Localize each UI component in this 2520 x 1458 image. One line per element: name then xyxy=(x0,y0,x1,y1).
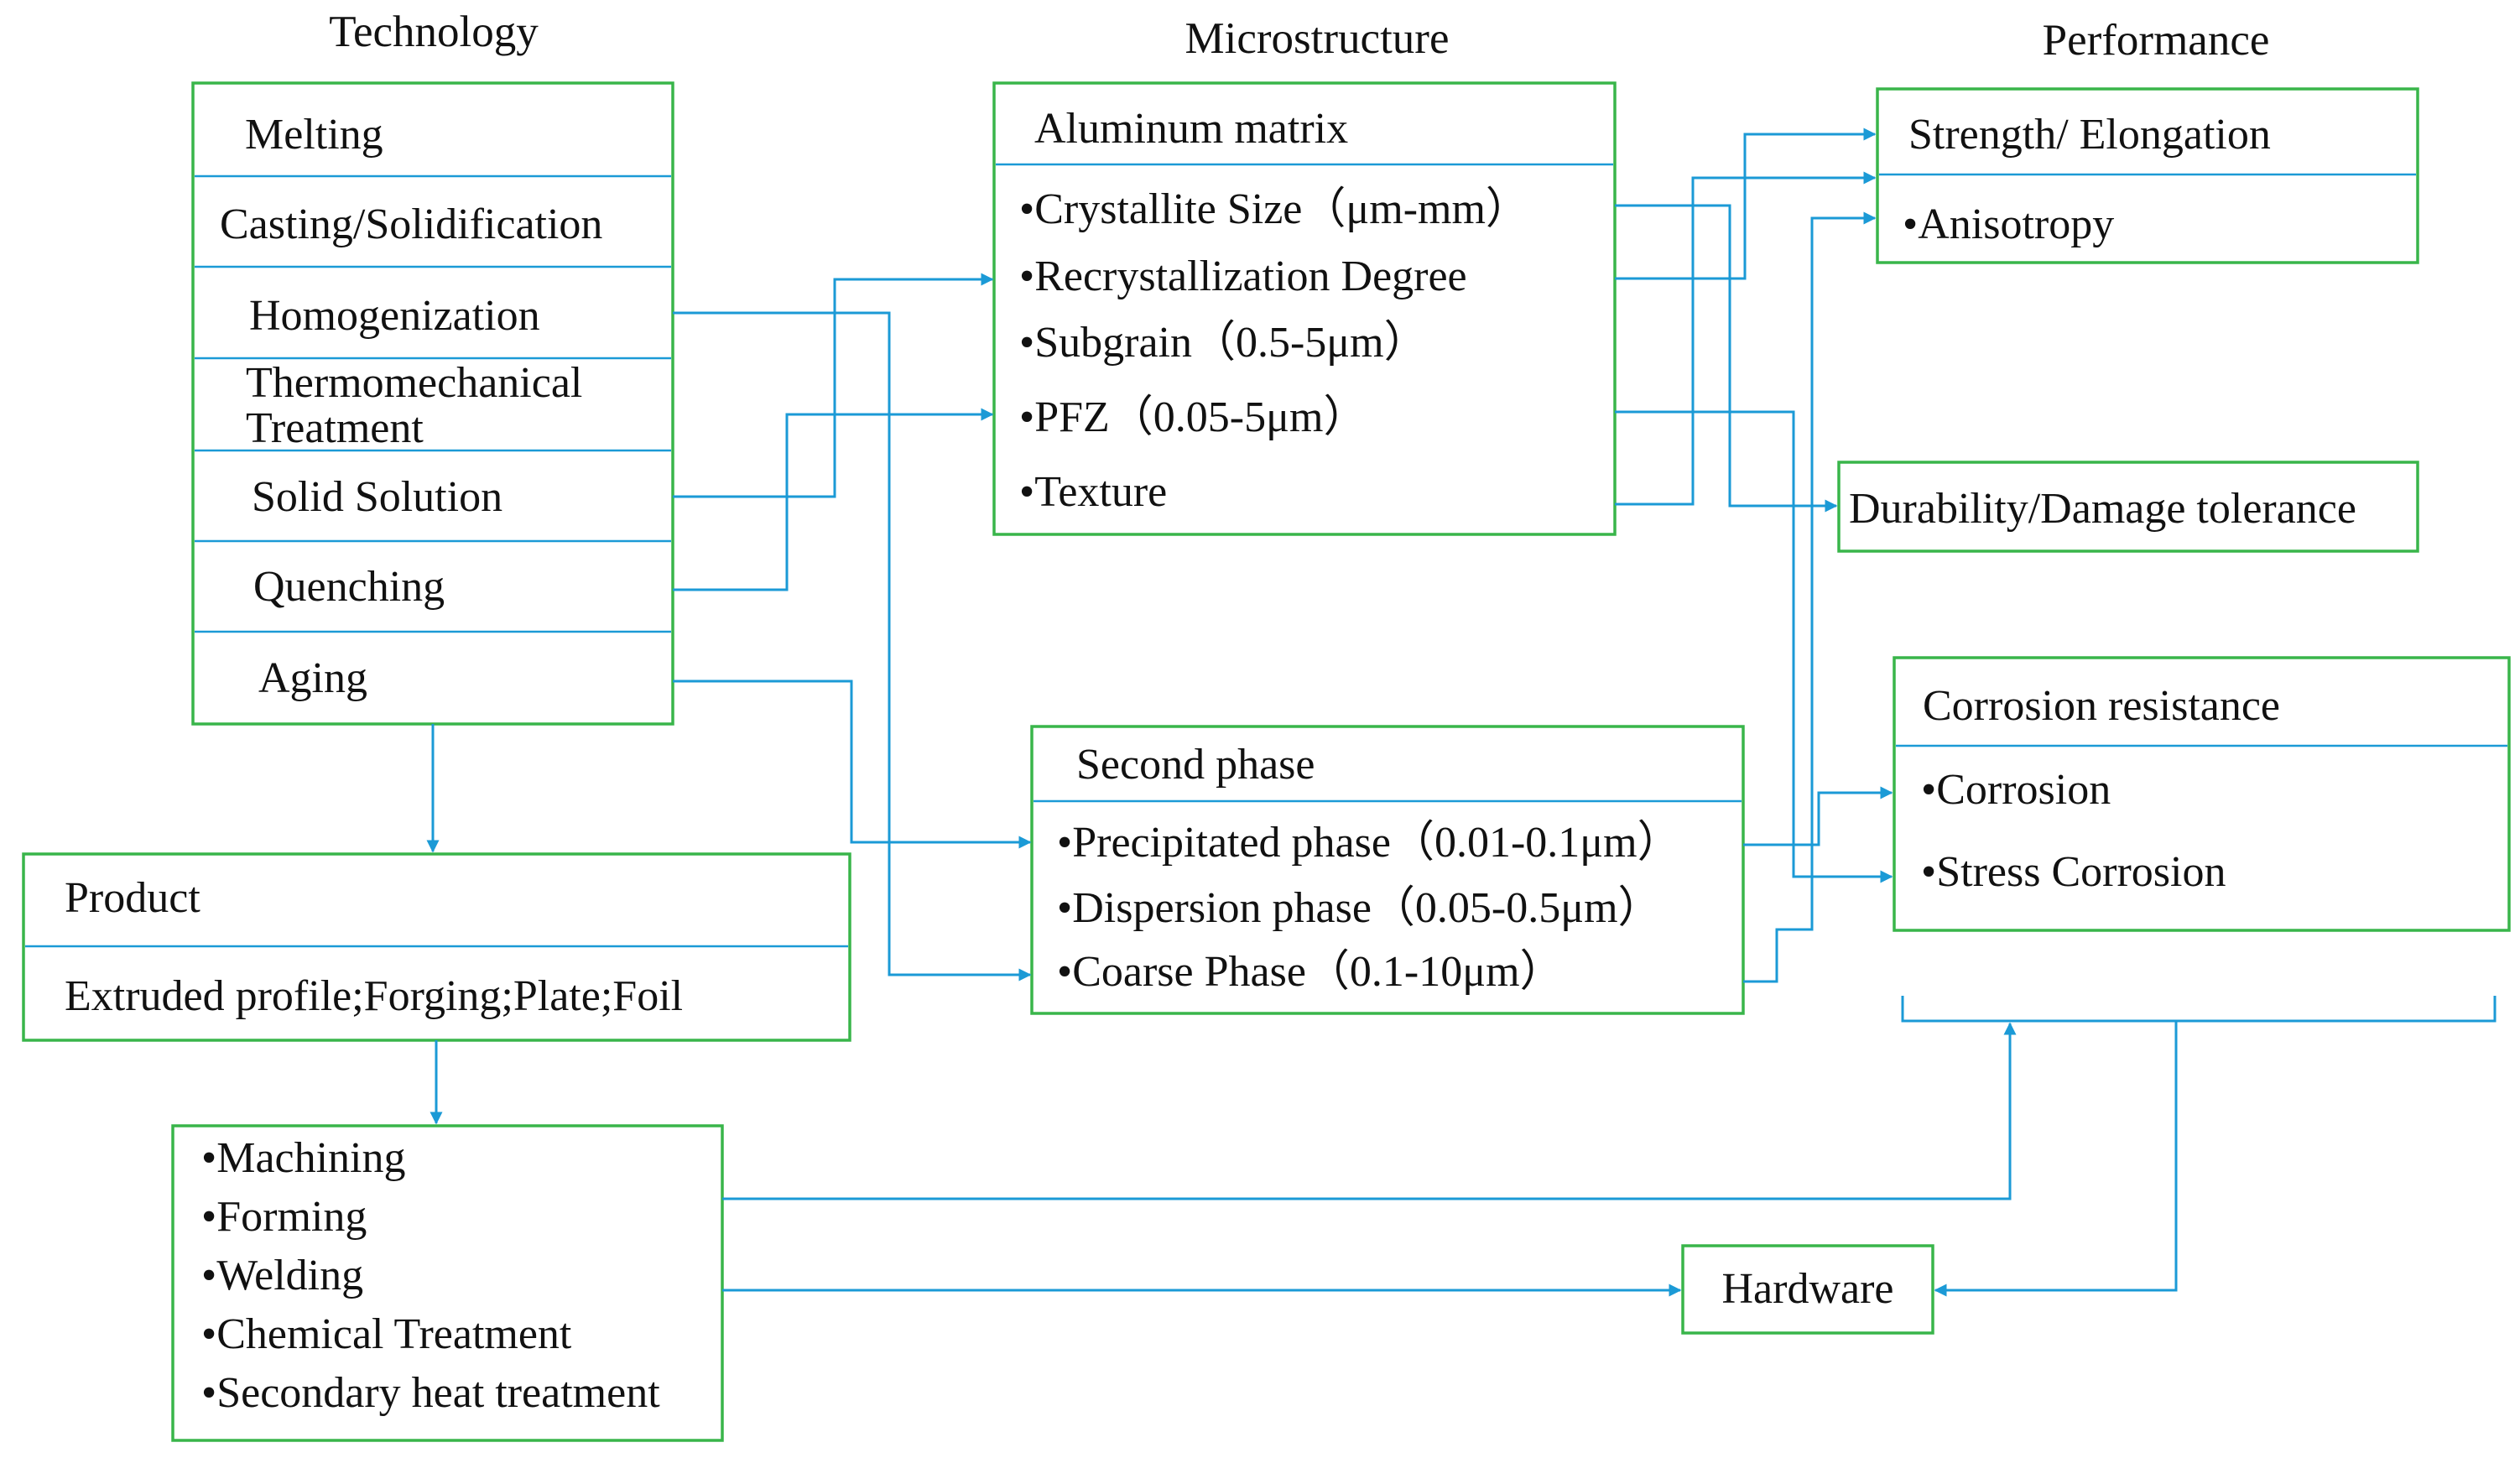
processing-box: •Machining •Forming •Welding •Chemical T… xyxy=(171,1124,724,1442)
matrix-item-subgrain: •Subgrain（0.5-5μm） xyxy=(1019,319,1428,367)
hardware-label: Hardware xyxy=(1722,1265,1894,1313)
processing-welding: •Welding xyxy=(201,1252,363,1299)
connector-homogenization-to-second-phase xyxy=(673,311,1032,982)
matrix-item-recrystallization: •Recrystallization Degree xyxy=(1019,253,1467,300)
second-phase-box: Second phase •Precipitated phase（0.01-0.… xyxy=(1030,725,1745,1015)
processing-chemical-treatment: •Chemical Treatment xyxy=(201,1310,572,1358)
strength-title: Strength/ Elongation xyxy=(1908,111,2271,159)
performance-bracket xyxy=(1901,996,2497,1023)
processing-secondary-heat-treatment: •Secondary heat treatment xyxy=(201,1369,660,1417)
connector-precipitated-to-corrosion xyxy=(1743,786,1893,846)
connector-solid-solution-to-matrix xyxy=(673,273,994,498)
aluminum-matrix-box: Aluminum matrix •Crystallite Size（μm-mm）… xyxy=(992,81,1617,536)
technology-box: Melting Casting/Solidification Homogeniz… xyxy=(191,81,674,726)
processing-forming: •Forming xyxy=(201,1193,367,1241)
product-items: Extruded profile;Forging;Plate;Foil xyxy=(65,972,683,1020)
matrix-item-crystallite-size: •Crystallite Size（μm-mm） xyxy=(1019,185,1529,233)
second-phase-precipitated: •Precipitated phase（0.01-0.1μm） xyxy=(1057,819,1681,867)
header-performance: Performance xyxy=(2043,16,2270,65)
durability-box: Durability/Damage tolerance xyxy=(1837,461,2419,553)
connector-pfz-to-stress-corrosion xyxy=(1615,410,1893,883)
connector-performance-to-hardware xyxy=(1934,1021,2178,1297)
product-title: Product xyxy=(65,874,200,922)
header-microstructure: Microstructure xyxy=(1185,14,1450,63)
connector-processing-to-performance xyxy=(722,1022,2017,1200)
header-technology: Technology xyxy=(329,8,539,56)
second-phase-dispersion: •Dispersion phase（0.05-0.5μm） xyxy=(1057,884,1662,932)
product-box: Product Extruded profile;Forging;Plate;F… xyxy=(22,852,851,1042)
strength-box: Strength/ Elongation •Anisotropy xyxy=(1876,87,2419,264)
tech-step-homogenization: Homogenization xyxy=(249,292,540,340)
second-phase-coarse: •Coarse Phase（0.1-10μm） xyxy=(1057,948,1564,996)
second-phase-title: Second phase xyxy=(1076,741,1315,789)
strength-anisotropy: •Anisotropy xyxy=(1903,200,2114,248)
connector-texture-to-strength xyxy=(1615,171,1877,506)
hardware-box: Hardware xyxy=(1681,1244,1934,1335)
tech-step-thermomechanical: Thermomechanical xyxy=(246,359,582,407)
corrosion-box: Corrosion resistance •Corrosion •Stress … xyxy=(1893,656,2511,932)
matrix-item-texture: •Texture xyxy=(1019,468,1167,516)
matrix-item-pfz: •PFZ（0.05-5μm） xyxy=(1019,393,1367,441)
durability-label: Durability/Damage tolerance xyxy=(1849,485,2356,533)
connector-recrystallization-to-strength xyxy=(1615,128,1877,280)
processing-machining: •Machining xyxy=(201,1134,406,1182)
corrosion-item: •Corrosion xyxy=(1921,766,2111,814)
tech-step-treatment: Treatment xyxy=(246,404,424,452)
connector-crystallite-to-durability xyxy=(1615,204,1838,513)
tech-step-melting: Melting xyxy=(245,111,383,159)
aluminum-matrix-title: Aluminum matrix xyxy=(1034,105,1348,153)
connector-quenching-to-pfz xyxy=(673,408,994,591)
tech-step-aging: Aging xyxy=(258,654,367,702)
corrosion-title: Corrosion resistance xyxy=(1923,682,2280,730)
connector-coarse-to-anisotropy xyxy=(1743,211,1877,983)
tech-step-quenching: Quenching xyxy=(253,563,445,611)
tech-step-solid-solution: Solid Solution xyxy=(252,473,502,521)
stress-corrosion-item: •Stress Corrosion xyxy=(1921,848,2226,896)
tech-step-casting: Casting/Solidification xyxy=(220,200,602,248)
connector-aging-to-precipitated xyxy=(673,680,1032,849)
